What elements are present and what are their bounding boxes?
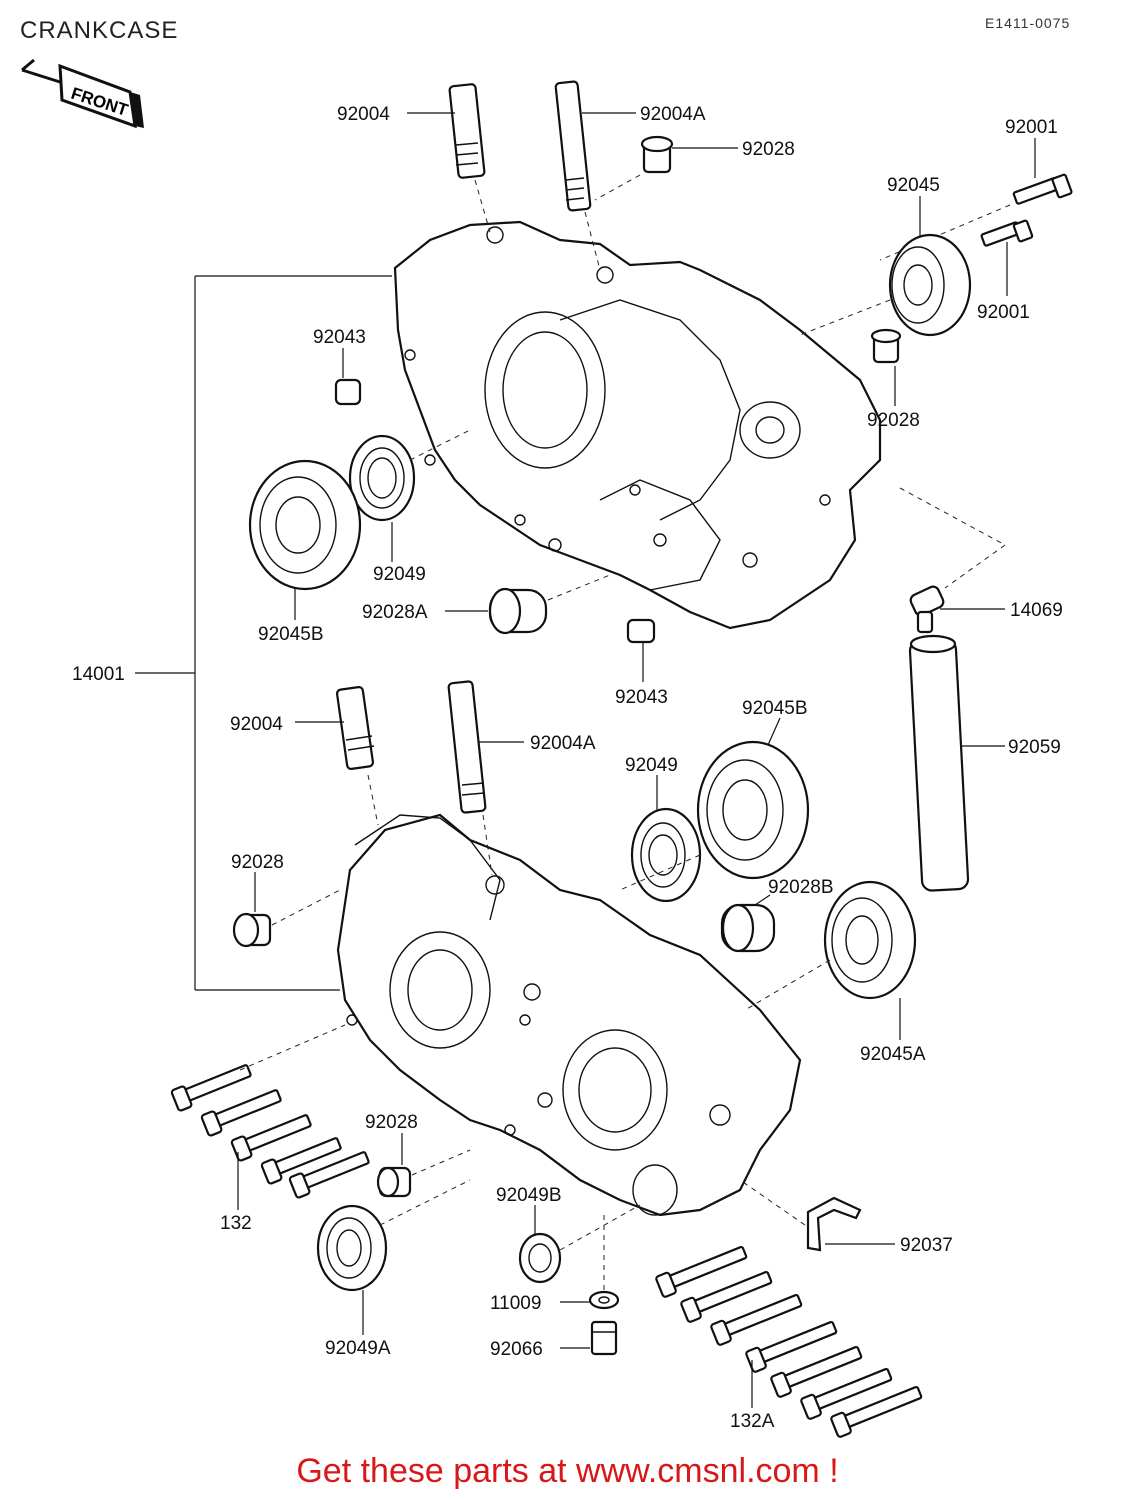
label-92001-mid: 92001 — [977, 302, 1030, 323]
collar-92028B — [720, 903, 776, 953]
label-92028A: 92028A — [362, 602, 428, 623]
crankcase-assembly-bracket — [135, 275, 392, 991]
oil-seal-92049-mid — [630, 807, 702, 903]
diagram-code: E1411-0075 — [985, 15, 1070, 31]
label-92004-top: 92004 — [337, 104, 390, 125]
lower-crankcase-half — [336, 813, 802, 1217]
drain-plug-92066 — [590, 1320, 618, 1356]
label-132: 132 — [220, 1213, 252, 1234]
label-92028B: 92028B — [768, 877, 834, 898]
label-92028-low: 92028 — [365, 1112, 418, 1133]
hose-92059 — [908, 634, 970, 892]
dowel-92028-left — [232, 889, 341, 948]
washer-11009 — [588, 1215, 620, 1310]
label-92001-top: 92001 — [1005, 117, 1058, 138]
dowel-92043-mid — [626, 618, 656, 644]
leader-lines — [237, 112, 1036, 1408]
label-92028-top: 92028 — [742, 139, 795, 160]
dowel-92028-low — [376, 1149, 471, 1198]
stud-92004A-bottom — [447, 680, 493, 876]
oil-seal-92049-top — [348, 429, 471, 522]
label-92045B-left: 92045B — [258, 624, 324, 645]
label-92049A: 92049A — [325, 1338, 391, 1359]
dowel-92028-top — [594, 135, 674, 201]
label-92004A-bottom: 92004A — [530, 733, 596, 754]
bearing-92045B-right — [619, 740, 810, 891]
bearing-92045B-left — [248, 459, 362, 591]
stud-92004A-top — [554, 80, 601, 271]
label-92043-mid: 92043 — [615, 687, 668, 708]
dowel-92028-right — [870, 328, 902, 364]
label-92004-bottom: 92004 — [230, 714, 283, 735]
front-arrow-icon: FRONT — [21, 58, 144, 129]
label-92049B: 92049B — [496, 1185, 562, 1206]
stud-92004-top — [448, 83, 491, 233]
bearing-92045A — [744, 880, 917, 1011]
footer-link[interactable]: Get these parts at www.cmsnl.com ! — [296, 1452, 839, 1490]
label-92059: 92059 — [1008, 737, 1061, 758]
label-132A: 132A — [730, 1411, 775, 1432]
bolt-92001-top — [879, 173, 1073, 261]
fitting-14069 — [899, 487, 1006, 634]
label-14001: 14001 — [72, 664, 125, 685]
page-title: CRANKCASE — [20, 17, 178, 44]
label-92049-mid: 92049 — [625, 755, 678, 776]
bolt-92001-mid — [980, 219, 1034, 247]
collar-92028A — [488, 574, 611, 635]
bolt-set-132 — [170, 1024, 370, 1199]
oil-seal-92049A — [316, 1179, 471, 1292]
label-92066: 92066 — [490, 1339, 543, 1360]
label-11009: 11009 — [490, 1293, 541, 1314]
label-92043-top: 92043 — [313, 327, 366, 348]
label-92028-right: 92028 — [867, 410, 920, 431]
label-92045A: 92045A — [860, 1044, 926, 1065]
label-92049-top: 92049 — [373, 564, 426, 585]
part-labels: 92004 92004A 92028 92001 92045 92001 920… — [72, 104, 1063, 1432]
label-92028-left: 92028 — [231, 852, 284, 873]
clamp-92037 — [739, 1179, 862, 1252]
label-92037: 92037 — [900, 1235, 953, 1256]
label-14069: 14069 — [1010, 600, 1063, 621]
dowel-92043-top — [334, 378, 362, 406]
label-92004A-top: 92004A — [640, 104, 706, 125]
label-92045: 92045 — [887, 175, 940, 196]
label-92045B-right: 92045B — [742, 698, 808, 719]
bolt-set-132A — [655, 1245, 923, 1438]
bearing-92045 — [799, 233, 972, 337]
stud-92004-bottom — [335, 685, 379, 826]
oil-seal-92049B — [518, 1204, 641, 1284]
upper-crankcase-half — [393, 220, 882, 630]
